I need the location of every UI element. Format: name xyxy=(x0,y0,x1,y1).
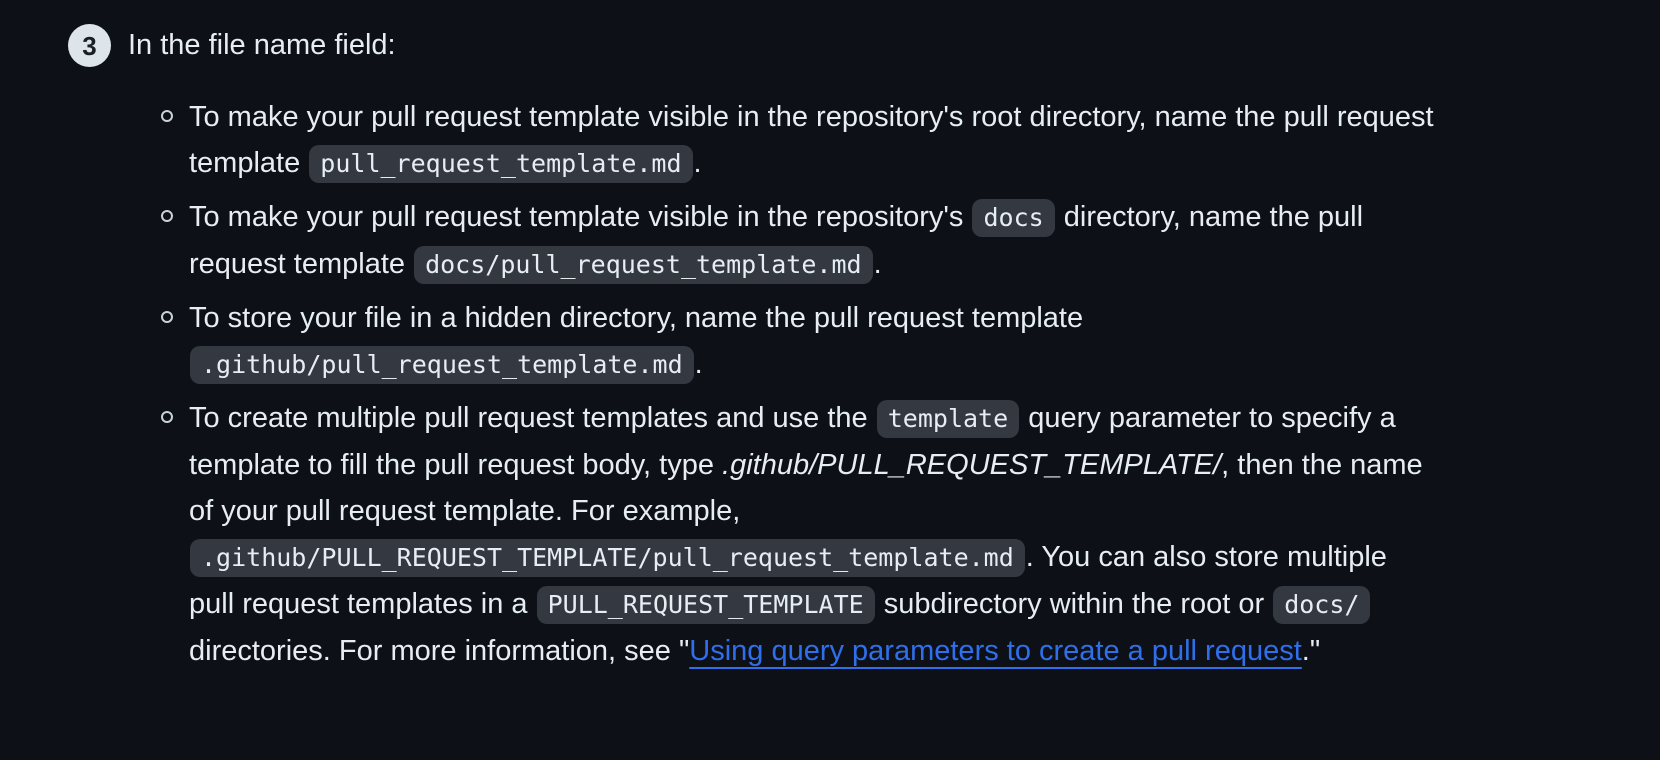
step-title: In the file name field: xyxy=(128,29,396,61)
file-name-options-list: To make your pull request template visib… xyxy=(128,94,1435,674)
text-span: . xyxy=(693,147,702,179)
circle-bullet-marker xyxy=(161,210,173,222)
list-item: To make your pull request template visib… xyxy=(161,194,1435,288)
query-parameters-doc-link[interactable]: Using query parameters to create a pull … xyxy=(689,635,1302,667)
text-span: query parameter to specify a template to… xyxy=(189,402,1396,481)
text-span: subdirectory within the root or xyxy=(875,588,1273,620)
circle-bullet-marker xyxy=(161,411,173,423)
inline-code: docs/pull_request_template.md xyxy=(414,246,873,284)
text-span: directory, name the pull request templat… xyxy=(189,201,1364,280)
list-item-text: To create multiple pull request template… xyxy=(189,395,1435,674)
text-span: To make your pull request template visib… xyxy=(189,101,1434,179)
text-span: To store your file in a hidden directory… xyxy=(189,302,1084,334)
text-span: . You can also store multiple pull reque… xyxy=(189,541,1387,620)
inline-code: docs/ xyxy=(1273,586,1371,624)
list-item: To create multiple pull request template… xyxy=(161,395,1435,674)
text-span: directories. For more information, see " xyxy=(189,635,690,667)
inline-code: .github/pull_request_template.md xyxy=(190,346,694,384)
text-span: To create multiple pull request template… xyxy=(189,402,876,434)
text-span: ." xyxy=(1301,635,1321,667)
inline-code: template xyxy=(876,400,1020,438)
text-span: . xyxy=(873,248,882,280)
inline-code: pull_request_template.md xyxy=(309,145,693,183)
circle-bullet-marker xyxy=(161,110,173,122)
circle-bullet-marker xyxy=(161,311,173,323)
list-item: To store your file in a hidden directory… xyxy=(161,295,1435,388)
list-item-text: To make your pull request template visib… xyxy=(189,194,1435,288)
list-item: To make your pull request template visib… xyxy=(161,94,1435,187)
text-span: To make your pull request template visib… xyxy=(189,201,972,233)
step-body: In the file name field: To make your pul… xyxy=(128,22,1435,681)
step-item: 3 In the file name field: To make your p… xyxy=(68,22,1660,681)
list-item-text: To store your file in a hidden directory… xyxy=(189,295,1435,388)
inline-code: docs xyxy=(972,199,1055,237)
text-span: , then the name of your pull request tem… xyxy=(189,449,1423,527)
step-number-badge: 3 xyxy=(68,24,111,67)
inline-code: PULL_REQUEST_TEMPLATE xyxy=(536,586,875,624)
inline-code: .github/PULL_REQUEST_TEMPLATE/pull_reque… xyxy=(190,539,1025,577)
text-span: . xyxy=(694,348,703,380)
italic-path: .github/PULL_REQUEST_TEMPLATE/ xyxy=(722,449,1222,481)
list-item-text: To make your pull request template visib… xyxy=(189,94,1435,187)
